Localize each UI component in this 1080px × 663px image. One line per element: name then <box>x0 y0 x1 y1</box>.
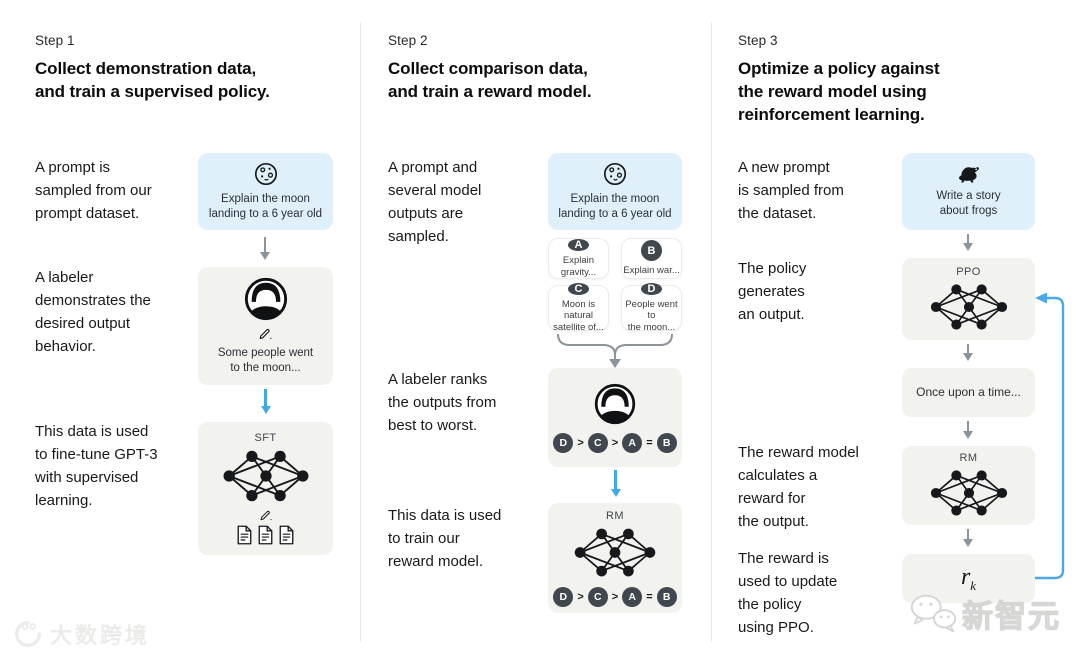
step3-prompt-text: Write a story about frogs <box>936 189 1001 217</box>
letter-badge-a: A <box>568 239 589 251</box>
labeler-avatar-icon <box>243 276 289 322</box>
step3-arrow-1 <box>967 234 969 248</box>
pencil-icon <box>259 508 273 522</box>
documents-row <box>236 525 295 545</box>
step1-caption-labeler: A labeler demonstrates the desired outpu… <box>35 269 151 355</box>
rank-op: > <box>577 437 584 449</box>
rank-badge: A <box>622 433 643 453</box>
letter-badge-c: C <box>568 282 589 295</box>
output-text-d: People went to the moon... <box>625 298 678 333</box>
step3-output-box: Once upon a time... <box>902 368 1035 417</box>
step3-caption-ppo: The reward is used to update the policy … <box>738 550 838 636</box>
step2-prompt-box: Explain the moon landing to a 6 year old <box>548 153 682 230</box>
step1-caption-prompt: A prompt is sampled from our prompt data… <box>35 159 152 222</box>
step3-heading: Optimize a policy against the reward mod… <box>738 59 940 124</box>
step2-label: Step 2 <box>388 33 428 48</box>
document-icon <box>236 525 253 545</box>
rank-badge: B <box>656 433 677 453</box>
step1-arrow-1 <box>264 237 266 257</box>
output-box-c: C Moon is natural satellite of... <box>548 282 609 333</box>
document-icon <box>278 525 295 545</box>
ppo-label: PPO <box>956 265 981 278</box>
moon-icon <box>602 161 628 187</box>
merge-connector-arrow <box>557 333 673 368</box>
step1-prompt-box: Explain the moon landing to a 6 year old <box>198 153 333 230</box>
rank-badge: D <box>553 433 574 453</box>
output-text-b: Explain war... <box>623 265 680 277</box>
watermark-left-logo-icon <box>15 621 41 647</box>
rm-label: RM <box>606 509 624 522</box>
neural-net-icon <box>927 281 1011 333</box>
reward-base: r <box>960 563 971 590</box>
sft-label: SFT <box>254 432 277 444</box>
rank-badge: C <box>587 433 608 453</box>
frog-icon <box>957 165 981 184</box>
step2-caption-sampled: A prompt and several model outputs are s… <box>388 159 482 245</box>
output-text-a: Explain gravity... <box>560 255 597 278</box>
step1-caption-finetune: This data is used to fine-tune GPT-3 wit… <box>35 423 158 509</box>
output-box-b: B Explain war... <box>621 238 682 279</box>
step3-output-text: Once upon a time... <box>916 385 1021 399</box>
wechat-icon <box>908 590 958 636</box>
rank-op: = <box>646 437 653 449</box>
output-box-a: A Explain gravity... <box>548 238 609 279</box>
step1-demo-text: Some people went to the moon... <box>217 347 314 374</box>
rank-badge: A <box>622 586 643 607</box>
letter-badge-d: D <box>641 282 662 295</box>
moon-icon <box>253 161 279 187</box>
rank-badge: D <box>553 586 574 607</box>
step2-caption-train: This data is used to train our reward mo… <box>388 507 502 570</box>
step2-prompt-text: Explain the moon landing to a 6 year old <box>558 193 672 220</box>
step1-prompt-text: Explain the moon landing to a 6 year old <box>208 193 323 220</box>
step1-heading: Collect demonstration data, and train a … <box>35 59 270 101</box>
neural-net-icon <box>220 447 312 505</box>
output-box-d: D People went to the moon... <box>621 282 682 333</box>
step1-arrow-2 <box>264 389 267 411</box>
step3-ppo-box: PPO <box>902 258 1035 340</box>
step3-rm-box: RM <box>902 446 1035 525</box>
neural-net-icon <box>571 525 659 580</box>
ranking-row: D > C > A = B <box>553 433 677 453</box>
column-divider-2 <box>711 22 712 642</box>
step3-caption-policy: The policy generates an output. <box>738 260 807 323</box>
watermark-left-text: 大数跨境 <box>50 623 151 648</box>
rank-badge: C <box>587 586 608 607</box>
column-divider-1 <box>360 22 361 642</box>
rank-op: > <box>611 437 619 449</box>
output-text-c: Moon is natural satellite of... <box>553 298 604 333</box>
step1-sft-box: SFT <box>198 422 333 555</box>
document-icon <box>257 525 274 545</box>
rank-op: > <box>577 590 584 603</box>
feedback-loop-arrow <box>1035 292 1065 580</box>
step1-labeler-box: Some people went to the moon... <box>198 267 333 385</box>
step3-arrow-2 <box>967 344 969 358</box>
pencil-icon <box>258 326 273 341</box>
step2-labeler-box: D > C > A = B <box>548 368 682 467</box>
step2-heading: Collect comparison data, and train a rew… <box>388 59 592 101</box>
step3-caption-prompt: A new prompt is sampled from the dataset… <box>738 159 844 222</box>
ranking-row: D > C > A = B <box>553 586 677 607</box>
watermark-right: 新智元 <box>908 590 1061 636</box>
neural-net-icon <box>927 467 1011 519</box>
step2-rm-box: RM D > C > A = B <box>548 503 682 613</box>
step3-label: Step 3 <box>738 33 778 48</box>
step3-arrow-3 <box>967 421 969 436</box>
step1-label: Step 1 <box>35 33 75 48</box>
reward-value: rk <box>961 564 976 594</box>
step3-caption-reward: The reward model calculates a reward for… <box>738 444 859 530</box>
step3-reward-box: rk <box>902 554 1035 603</box>
rm-label: RM <box>959 452 978 464</box>
watermark-left: 大数跨境 <box>12 618 150 650</box>
step2-arrow-blue <box>614 470 617 494</box>
rank-op: = <box>646 590 653 603</box>
watermark-right-text: 新智元 <box>961 598 1061 634</box>
step3-arrow-4 <box>967 529 969 544</box>
rank-op: > <box>611 590 619 603</box>
labeler-avatar-icon <box>593 382 637 426</box>
letter-badge-b: B <box>641 240 662 262</box>
step3-prompt-box: Write a story about frogs <box>902 153 1035 230</box>
rank-badge: B <box>656 586 677 607</box>
reward-subscript: k <box>970 577 977 593</box>
step2-caption-ranks: A labeler ranks the outputs from best to… <box>388 371 497 434</box>
